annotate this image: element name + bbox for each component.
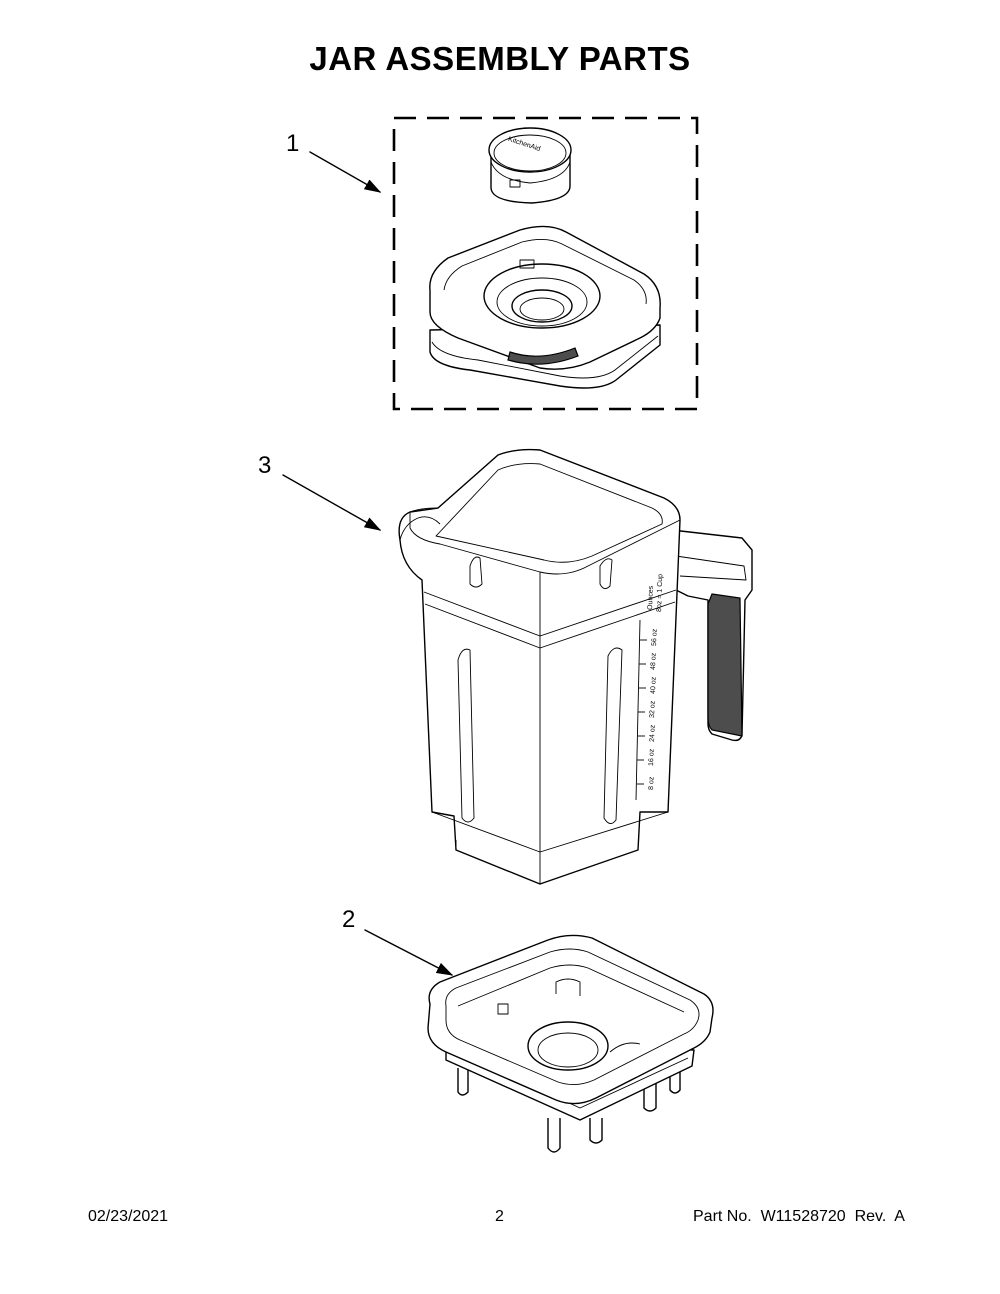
blender-jar: Ounces 8oz = 1 Cup 56 oz 48 oz 40 oz 32 … (398, 448, 753, 885)
footer-part-number: Part No. W11528720 Rev. A (693, 1208, 905, 1225)
footer-page-number: 2 (495, 1208, 504, 1225)
jar-mark-label-8: 8 oz (648, 776, 655, 790)
jar-mark-label-3: 48 oz (650, 652, 658, 670)
jar-mark-label-4: 40 oz (650, 676, 658, 694)
callout-2: 2 (342, 906, 356, 933)
jar-lid (429, 225, 661, 389)
jar-mark-label-5: 32 oz (649, 700, 657, 718)
jar-measurement-scale: Ounces 8oz = 1 Cup 56 oz 48 oz 40 oz 32 … (637, 574, 664, 790)
page-title: JAR ASSEMBLY PARTS (309, 40, 691, 77)
jar-base-pad (427, 934, 714, 1153)
lid-cap: KitchenAid (488, 127, 572, 204)
footer-date: 02/23/2021 (88, 1208, 169, 1225)
jar-mark-label-1: 8oz = 1 Cup (656, 574, 664, 612)
jar-mark-label-2: 56 oz (651, 628, 659, 646)
callout-3: 3 (258, 452, 272, 479)
leader-arrow-1 (309, 151, 382, 193)
part-1-group-box (392, 116, 699, 411)
jar-mark-label-6: 24 oz (649, 724, 657, 742)
leader-arrow-2 (364, 929, 454, 976)
jar-mark-label-0: Ounces (647, 585, 655, 610)
jar-mark-label-7: 16 oz (648, 748, 656, 766)
callout-1: 1 (286, 130, 300, 157)
leader-arrow-3 (282, 474, 382, 531)
